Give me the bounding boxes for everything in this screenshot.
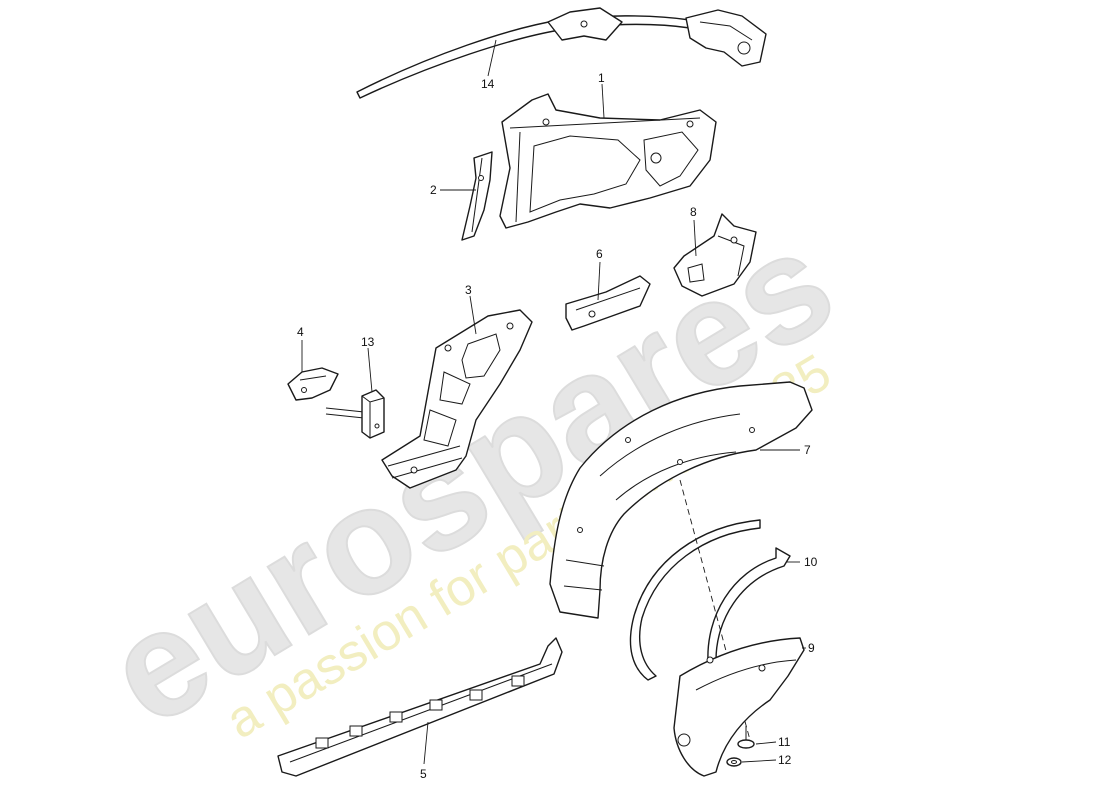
- callout-4: 4: [297, 325, 304, 339]
- callout-12: 12: [778, 753, 792, 767]
- callout-7: 7: [804, 443, 811, 457]
- part-1-window-frame[interactable]: [499, 93, 717, 229]
- callout-13: 13: [361, 335, 375, 349]
- callout-1: 1: [598, 71, 605, 85]
- callout-6: 6: [596, 247, 603, 261]
- part-8-bracket[interactable]: [673, 213, 757, 297]
- part-2-pillar-trim[interactable]: [461, 151, 493, 241]
- part-3-inner-reinforcement[interactable]: [381, 309, 533, 489]
- part-6-reinforcement[interactable]: [565, 275, 651, 331]
- callout-5: 5: [420, 767, 427, 781]
- part-13-bolt-block[interactable]: [325, 389, 385, 439]
- part-7-wheel-house[interactable]: [549, 381, 813, 619]
- callouts: 1 2 3 4 5 6 7 8 9 10 11 12 13 14: [297, 71, 818, 781]
- callout-14: 14: [481, 77, 495, 91]
- callout-3: 3: [465, 283, 472, 297]
- part-12-nut[interactable]: [726, 757, 742, 767]
- part-9-wheel-arch-liner[interactable]: [673, 637, 805, 777]
- part-4-bracket[interactable]: [287, 367, 339, 401]
- leader-lines: [301, 39, 806, 765]
- callout-11: 11: [778, 735, 791, 749]
- callout-8: 8: [690, 205, 697, 219]
- part-5-rocker-panel[interactable]: [277, 637, 563, 777]
- part-11-screw[interactable]: [737, 726, 755, 749]
- callout-10: 10: [804, 555, 818, 569]
- callout-9: 9: [808, 641, 815, 655]
- part-14-hose[interactable]: [356, 7, 767, 99]
- callout-2: 2: [430, 183, 437, 197]
